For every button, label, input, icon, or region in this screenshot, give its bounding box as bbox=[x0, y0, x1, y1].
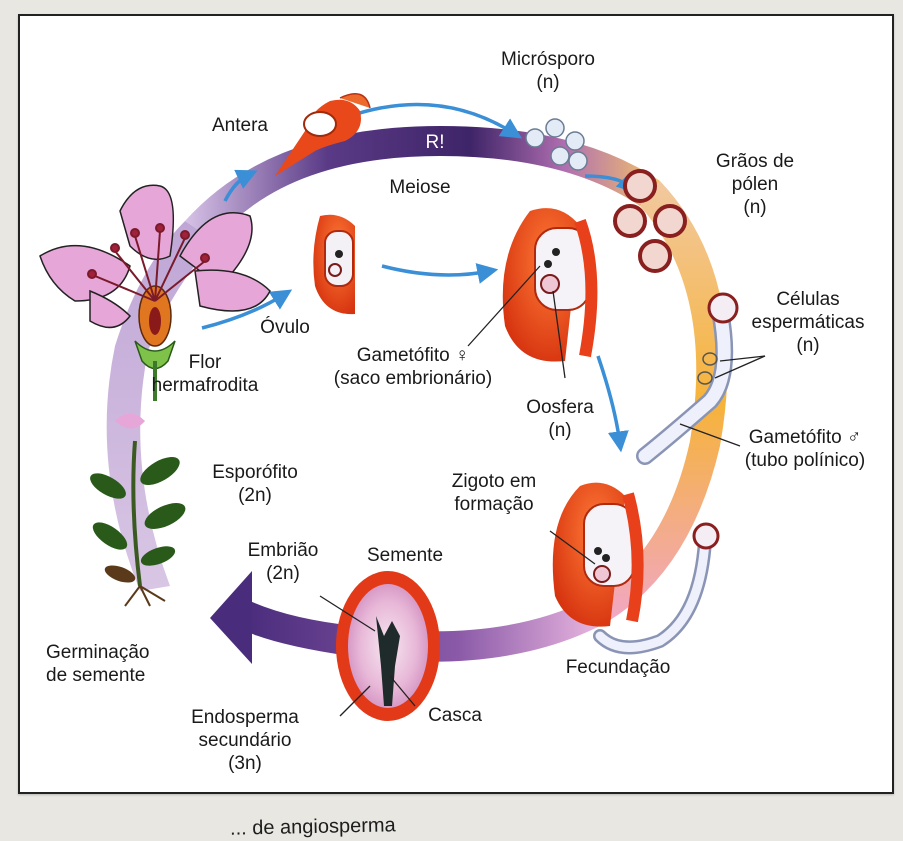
label-antera: Antera bbox=[212, 115, 268, 136]
label-casca: Casca bbox=[428, 705, 482, 726]
female-gametophyte bbox=[502, 208, 598, 362]
label-celulas-espermaticas: Células espermáticas (n) bbox=[738, 288, 878, 357]
pollen-tube bbox=[636, 292, 739, 465]
microsporo-text: Micrósporo bbox=[501, 49, 595, 70]
embriao-line-1: Embrião bbox=[247, 540, 319, 561]
zygote-ovule bbox=[552, 482, 644, 627]
label-fecundacao: Fecundação bbox=[565, 657, 671, 678]
graos-line-2: pólen bbox=[731, 174, 779, 195]
pollen-grains bbox=[613, 169, 687, 273]
endosperma-line-3: (3n) bbox=[228, 753, 262, 774]
label-r-mark: R! bbox=[425, 132, 445, 153]
gametofito-f-line-1: Gametófito ♀ bbox=[356, 345, 470, 366]
celulas-line-3: (n) bbox=[796, 335, 820, 356]
life-cycle-diagram: Micrósporo (n) Antera R! Meiose Grãos de… bbox=[18, 14, 894, 794]
label-semente: Semente bbox=[366, 545, 444, 566]
germinacao-line-1: Germinação bbox=[46, 642, 150, 663]
label-endosperma-secundario: Endosperma secundário (3n) bbox=[180, 706, 310, 775]
germinacao-line-2: de semente bbox=[46, 665, 146, 686]
label-meiose: Meiose bbox=[389, 177, 451, 198]
label-flor-hermafrodita: Flor hermafrodita bbox=[130, 351, 280, 397]
endosperma-line-1: Endosperma bbox=[191, 707, 299, 728]
graos-line-1: Grãos de bbox=[715, 151, 795, 172]
esporofito-line-1: Esporófito bbox=[212, 462, 298, 483]
label-embriao: Embrião (2n) bbox=[238, 539, 328, 585]
graos-line-3: (n) bbox=[743, 197, 767, 218]
label-gametofito-feminino: Gametófito ♀ (saco embrionário) bbox=[313, 344, 513, 390]
microsporo-ploidy: (n) bbox=[536, 72, 560, 93]
gametofito-f-line-2: (saco embrionário) bbox=[333, 368, 493, 389]
sporophyte-plant bbox=[90, 413, 186, 607]
gametofito-m-line-1: Gametófito ♂ bbox=[748, 427, 862, 448]
fertilization-pollen-tube bbox=[593, 522, 720, 655]
label-zigoto-em-formacao: Zigoto em formação bbox=[424, 470, 564, 516]
esporofito-line-2: (2n) bbox=[238, 485, 272, 506]
leader-lines bbox=[319, 265, 766, 717]
diagram-artwork bbox=[39, 93, 766, 721]
label-esporofito: Esporófito (2n) bbox=[200, 461, 310, 507]
seed-illustration bbox=[336, 571, 440, 721]
label-germinacao-de-semente: Germinação de semente bbox=[46, 641, 196, 687]
oosfera-line-1: Oosfera bbox=[526, 397, 594, 418]
gametofito-m-line-2: (tubo polínico) bbox=[744, 450, 866, 471]
endosperma-line-2: secundário bbox=[198, 730, 292, 751]
zigoto-line-1: Zigoto em bbox=[451, 471, 537, 492]
label-ovulo: Óvulo bbox=[260, 317, 310, 338]
label-oosfera: Oosfera (n) bbox=[510, 396, 610, 442]
flor-line-2: hermafrodita bbox=[151, 375, 259, 396]
embriao-line-2: (2n) bbox=[266, 563, 300, 584]
flor-line-1: Flor bbox=[188, 352, 222, 373]
label-graos-de-polen: Grãos de pólen (n) bbox=[700, 150, 810, 219]
ovule-small bbox=[313, 214, 355, 315]
oosfera-line-2: (n) bbox=[548, 420, 572, 441]
anther-illustration bbox=[275, 93, 371, 176]
label-microsporo: Micrósporo (n) bbox=[488, 48, 608, 94]
label-gametofito-masculino: Gametófito ♂ (tubo polínico) bbox=[725, 426, 885, 472]
zigoto-line-2: formação bbox=[454, 494, 534, 515]
microspores bbox=[525, 118, 588, 171]
celulas-line-2: espermáticas bbox=[751, 312, 865, 333]
celulas-line-1: Células bbox=[776, 289, 840, 310]
flower-illustration bbox=[39, 184, 271, 401]
